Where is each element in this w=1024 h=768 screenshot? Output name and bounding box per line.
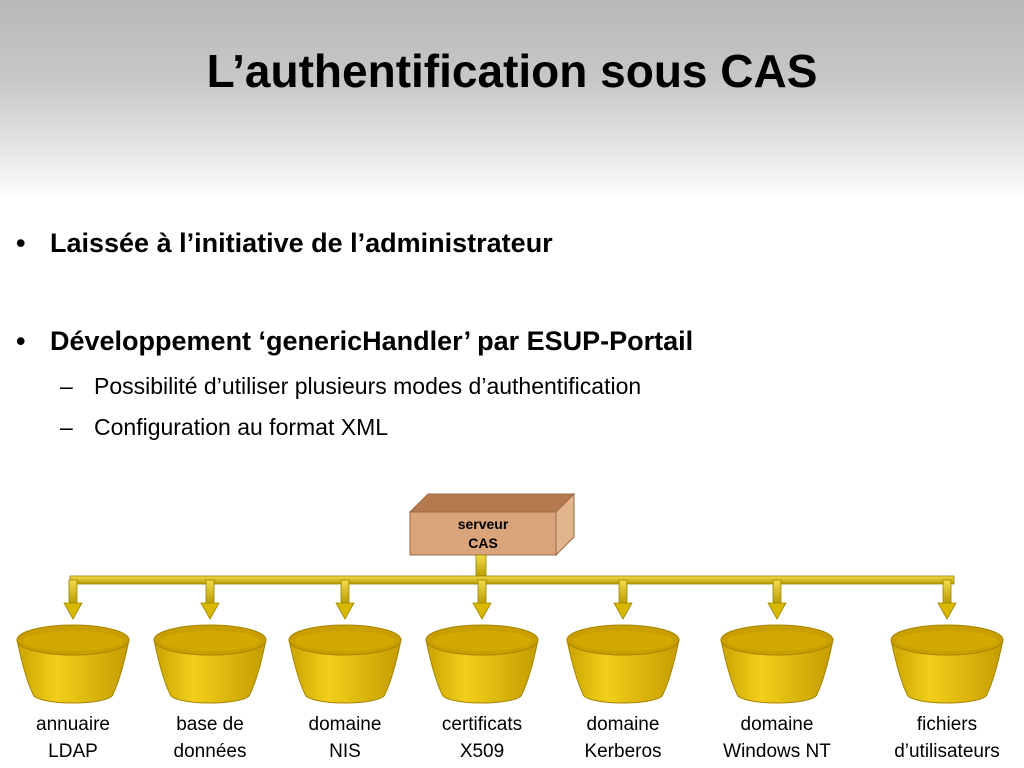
connector-arrow — [613, 579, 633, 620]
connector-tree — [69, 554, 955, 585]
data-source-label: domaine — [309, 714, 382, 735]
connector-arrow — [937, 579, 957, 620]
data-source-cylinder — [566, 624, 680, 704]
connector-arrow — [200, 579, 220, 620]
sub-bullet-item: Possibilité d’utiliser plusieurs modes d… — [94, 373, 642, 399]
data-source-label: X509 — [460, 741, 504, 762]
data-source-cylinder — [720, 624, 834, 704]
sub-bullet-marker: – — [60, 373, 73, 399]
bullet-list: • Laissée à l’initiative de l’administra… — [16, 228, 694, 440]
sub-bullet-marker: – — [60, 414, 73, 440]
data-source-label: domaine — [587, 714, 660, 735]
data-source-cylinder — [288, 624, 402, 704]
slide-title: L’authentification sous CAS — [206, 45, 818, 97]
connector-arrow — [63, 579, 83, 620]
server-label-line1: serveur — [458, 516, 509, 532]
connector-arrow — [767, 579, 787, 620]
data-source-cylinder — [425, 624, 539, 704]
connector-arrows — [63, 579, 957, 620]
bullet-marker: • — [16, 228, 26, 258]
sub-bullet-item: Configuration au format XML — [94, 414, 389, 440]
cas-server-box: serveur CAS — [408, 492, 576, 557]
data-source-cylinder — [16, 624, 130, 704]
data-source-label: NIS — [329, 741, 361, 762]
data-source-label: certificats — [442, 714, 522, 735]
data-source-label: fichiers — [917, 714, 977, 735]
data-source-label: Kerberos — [584, 741, 661, 762]
header-band — [0, 0, 1024, 200]
connector-arrow — [335, 579, 355, 620]
data-source-label: d’utilisateurs — [894, 741, 1000, 762]
data-source-cylinder — [890, 624, 1004, 704]
connector-arrow — [472, 579, 492, 620]
data-source-label: base de — [176, 714, 244, 735]
data-source-label: Windows NT — [723, 741, 831, 762]
data-source-label: données — [174, 741, 247, 762]
bullet-marker: • — [16, 326, 26, 356]
data-source-label: annuaire — [36, 714, 110, 735]
data-source-label: LDAP — [48, 741, 98, 762]
bullet-item: Laissée à l’initiative de l’administrate… — [50, 228, 553, 258]
data-source-cylinder — [153, 624, 267, 704]
bullet-item: Développement ‘genericHandler’ par ESUP-… — [50, 326, 694, 356]
data-source-label: domaine — [741, 714, 814, 735]
server-label-line2: CAS — [468, 535, 498, 551]
